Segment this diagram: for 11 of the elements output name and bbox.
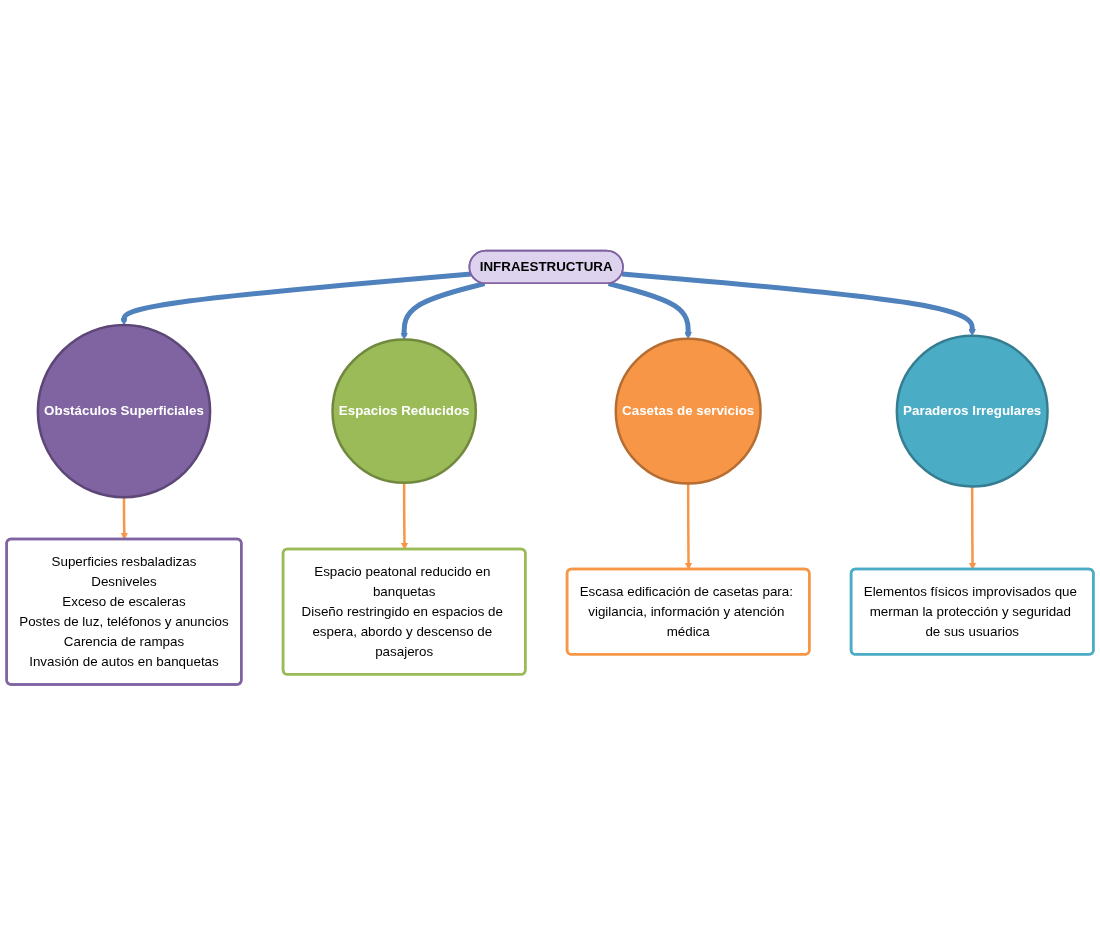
node-circle: Casetas de servicios: [614, 337, 762, 485]
arrow: [968, 486, 977, 570]
arrow: [120, 497, 128, 540]
arrow: [400, 281, 486, 340]
node-circle: Obstáculos Superficiales: [36, 323, 212, 499]
node-circle: Paraderos Irregulares: [895, 334, 1049, 488]
arrow: [684, 483, 693, 570]
arrow: [621, 271, 976, 337]
node-circle: Espacios Reducidos: [331, 338, 478, 484]
arrow: [400, 482, 409, 550]
arrow: [120, 271, 472, 326]
